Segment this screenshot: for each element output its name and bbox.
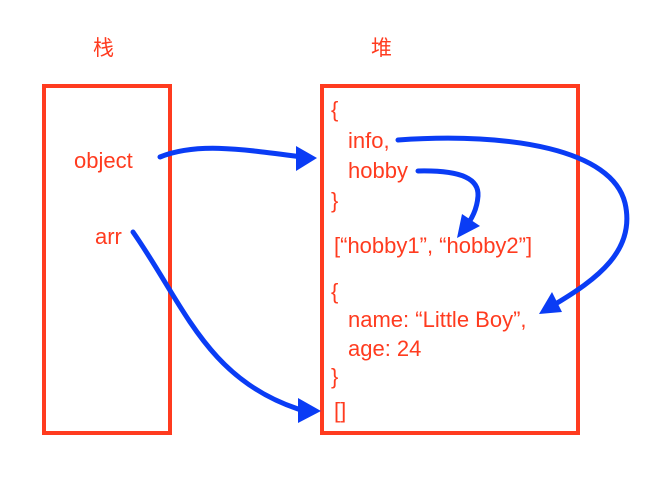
heap-info-field: info, [348, 128, 390, 153]
object-reference-arrowhead [296, 146, 317, 171]
stack-box [42, 84, 172, 435]
heap-name-field: name: “Little Boy”, [348, 307, 527, 332]
arr-reference-arrowhead [298, 398, 321, 423]
stack-arr-label: arr [95, 224, 122, 249]
heap-object-open-brace: { [331, 97, 339, 122]
object-reference-arrow [157, 145, 305, 160]
stack-title: 栈 [93, 36, 114, 60]
heap-info-object-open-brace: { [331, 279, 339, 304]
heap-hobby-field: hobby [348, 158, 408, 183]
heap-hobby-array: [“hobby1”, “hobby2”] [334, 233, 533, 258]
heap-age-field: age: 24 [348, 336, 422, 361]
heap-empty-array: [] [334, 398, 347, 423]
heap-title: 堆 [371, 36, 392, 60]
stack-object-label: object [74, 148, 133, 173]
heap-object-close-brace: } [331, 188, 339, 213]
heap-info-object-close-brace: } [331, 364, 339, 389]
